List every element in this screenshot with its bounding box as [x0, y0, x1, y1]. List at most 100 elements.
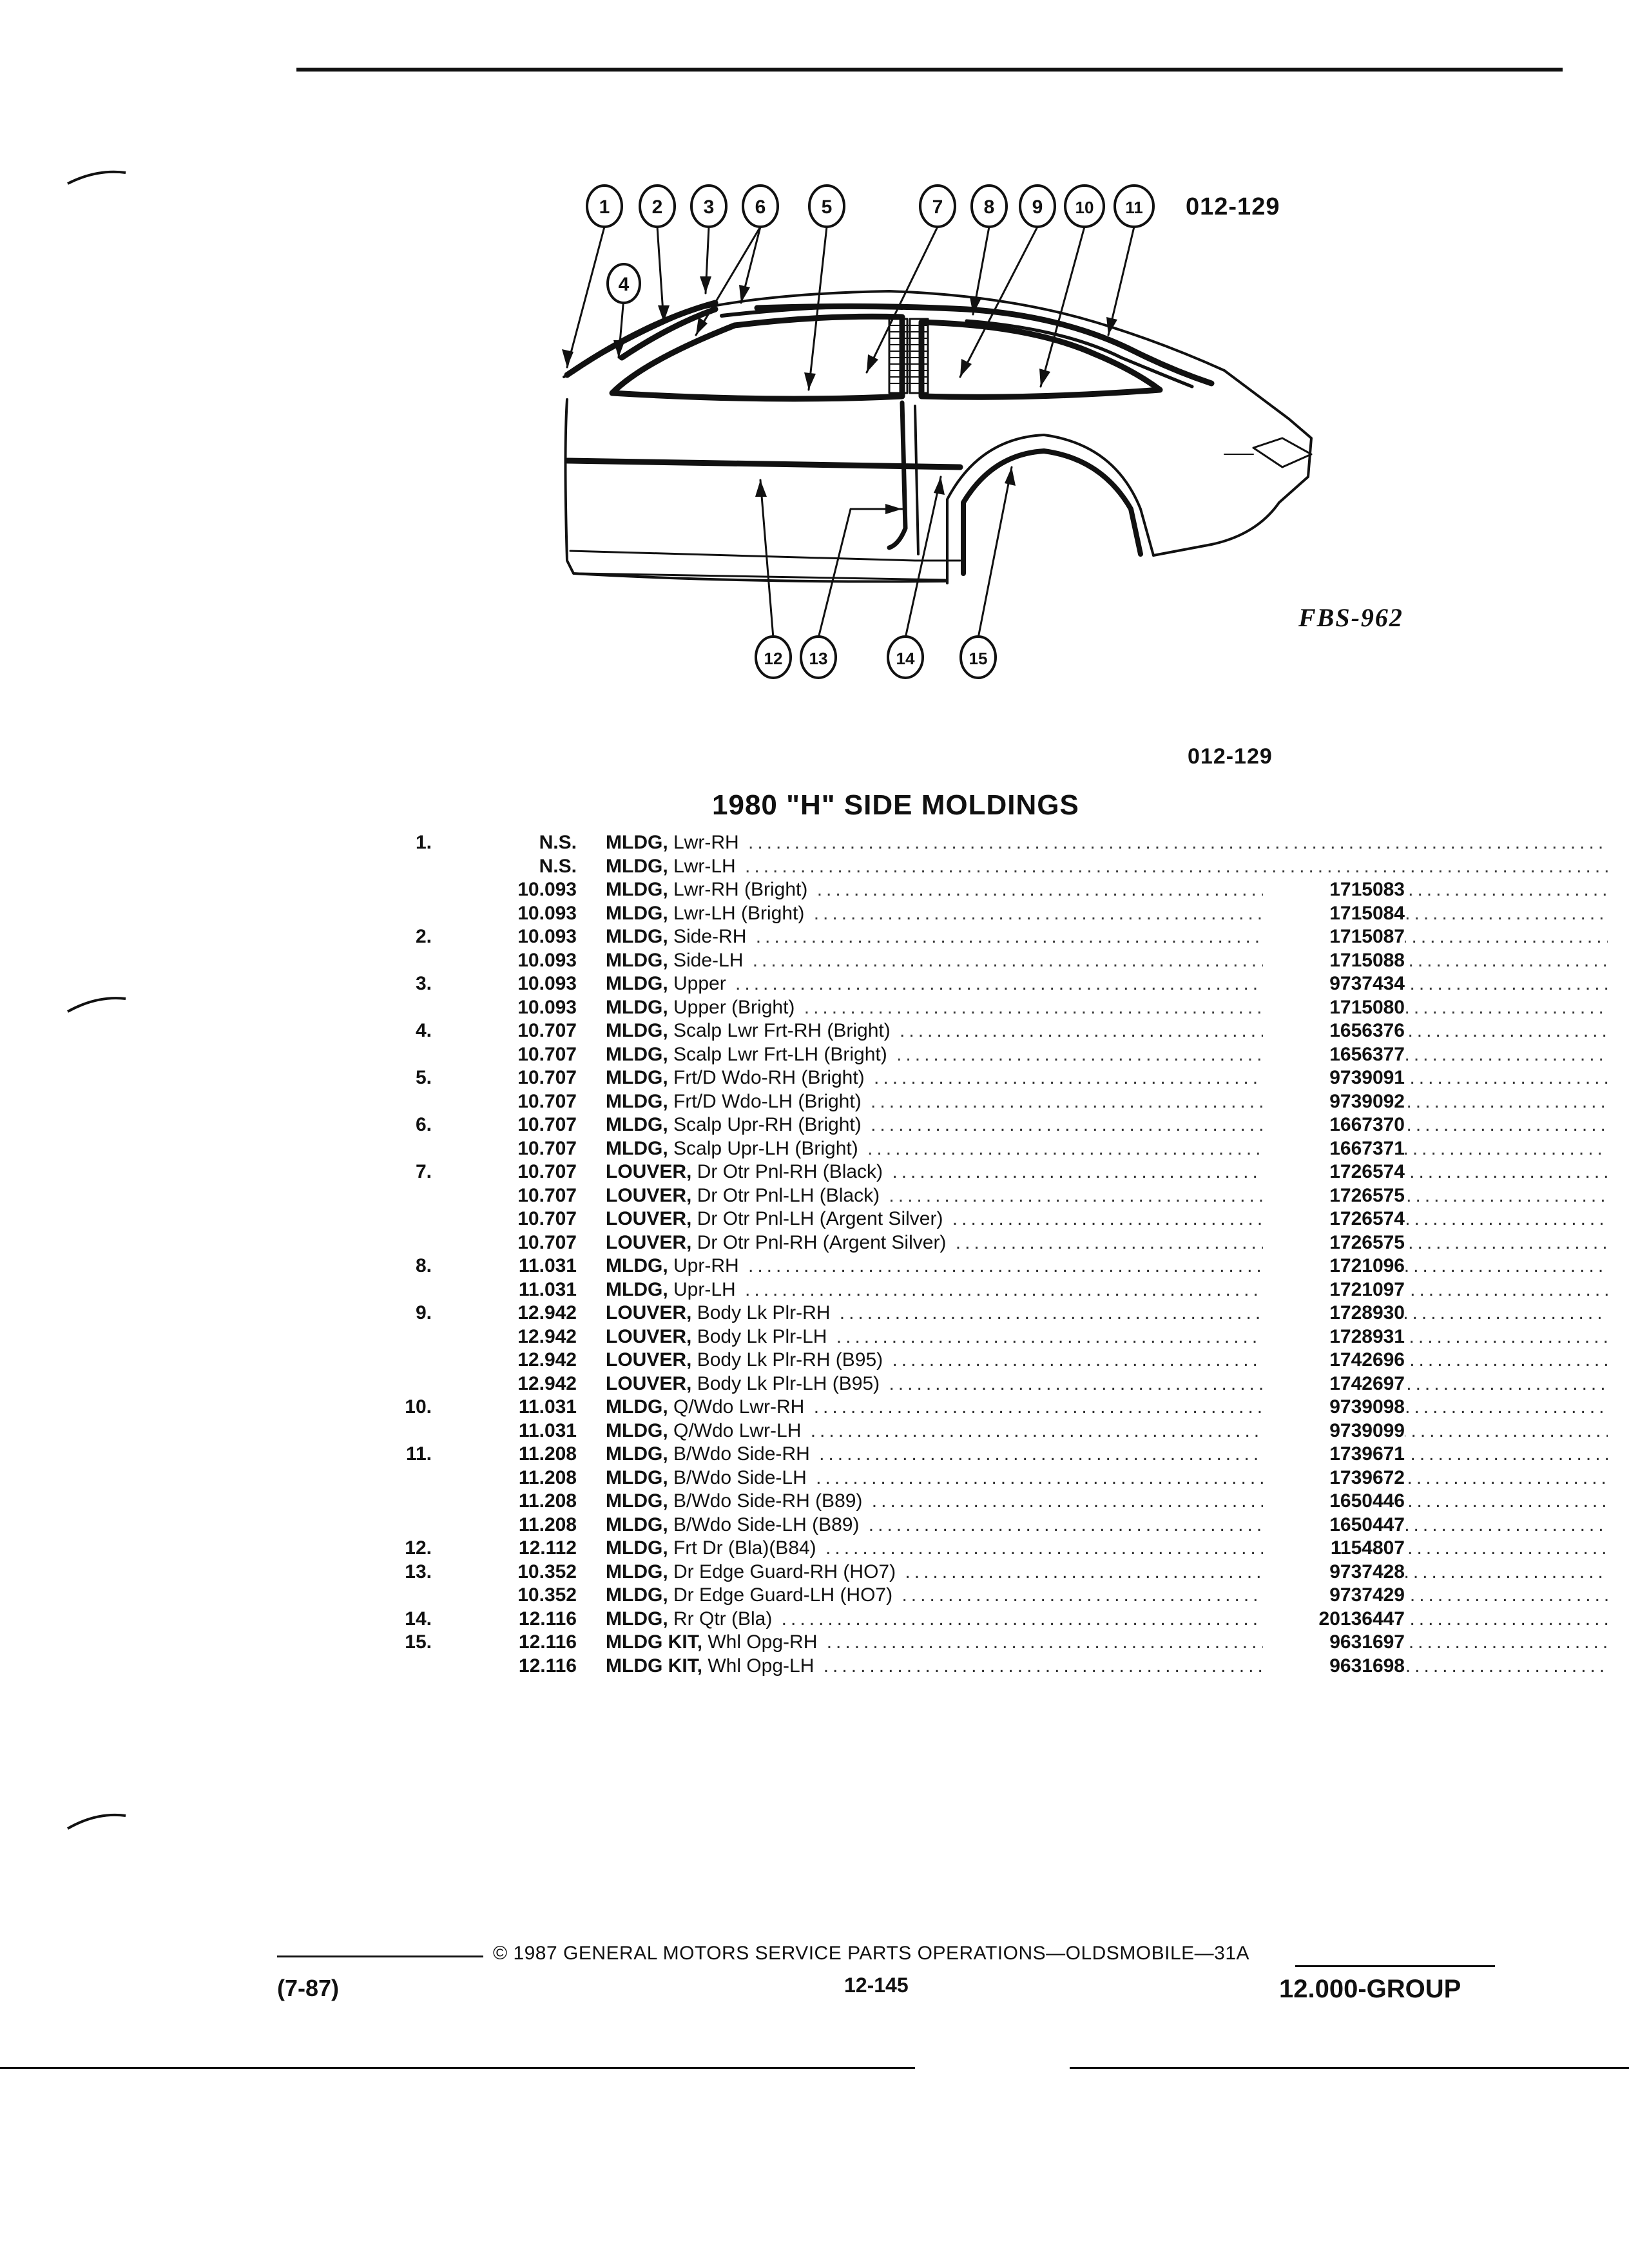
part-description: LOUVER, Dr Otr Pnl-RH (Argent Silver) ..…	[606, 1231, 1608, 1255]
part-type: LOUVER,	[606, 1372, 692, 1394]
part-description: LOUVER, Body Lk Plr-LH .................…	[606, 1325, 1608, 1349]
part-type: LOUVER,	[606, 1208, 692, 1229]
group-number: 10.707	[517, 1137, 577, 1159]
part-type: MLDG,	[606, 1396, 668, 1418]
part-type: MLDG,	[606, 1608, 668, 1629]
group-number: 10.707	[517, 1114, 577, 1135]
dot-leader: ........................................…	[871, 1490, 1608, 1512]
bottom-rule-left	[0, 2067, 915, 2069]
part-type: LOUVER,	[606, 1349, 692, 1370]
part-type: MLDG,	[606, 1466, 668, 1488]
part-number: 1726575	[1263, 1231, 1405, 1254]
section-title: 1980 "H" SIDE MOLDINGS	[712, 789, 1079, 821]
part-type: MLDG,	[606, 1419, 668, 1441]
part-description: MLDG, B/Wdo Side-LH (B89) ..............…	[606, 1514, 1608, 1537]
part-number: 1721097	[1263, 1278, 1405, 1302]
dot-leader: ........................................…	[868, 1514, 1608, 1535]
ref-number: 15.	[405, 1631, 432, 1653]
part-description: MLDG KIT, Whl Opg-LH ...................…	[606, 1655, 1608, 1678]
footer-rule-left	[277, 1956, 483, 1957]
callout-10: 10	[1075, 198, 1094, 217]
part-detail: Lwr-RH	[673, 832, 739, 853]
group-number: 12.116	[518, 1631, 577, 1653]
figure-code-bottom: 012-129	[1188, 744, 1273, 769]
part-detail: Upr-LH	[673, 1278, 736, 1300]
part-detail: Scalp Lwr Frt-RH (Bright)	[673, 1020, 891, 1041]
group-number: 10.707	[517, 1208, 577, 1229]
dot-leader: ........................................…	[836, 1325, 1608, 1347]
part-type: LOUVER,	[606, 1325, 692, 1347]
part-detail: B/Wdo Side-RH (B89)	[673, 1490, 863, 1512]
part-detail: Lwr-LH (Bright)	[673, 902, 805, 924]
part-description: MLDG, Scalp Upr-LH (Bright) ............…	[606, 1137, 1608, 1161]
dot-leader: ........................................…	[745, 1278, 1608, 1300]
part-description: LOUVER, Body Lk Plr-LH (B95) ...........…	[606, 1372, 1608, 1396]
part-number: 1715087	[1263, 925, 1405, 949]
part-description: MLDG, Scalp Lwr Frt-RH (Bright) ........…	[606, 1019, 1608, 1043]
callout-9: 9	[1032, 197, 1043, 218]
ref-number: 5.	[415, 1067, 432, 1088]
part-type: LOUVER,	[606, 1302, 692, 1323]
group-number: 11.208	[518, 1490, 577, 1512]
part-detail: B/Wdo Side-LH	[673, 1466, 807, 1488]
part-description: MLDG, Q/Wdo Lwr-LH .....................…	[606, 1419, 1608, 1443]
part-detail: Scalp Upr-RH (Bright)	[673, 1114, 862, 1135]
part-description: MLDG, Scalp Upr-RH (Bright) ............…	[606, 1113, 1608, 1137]
part-number: 1715088	[1263, 948, 1405, 972]
part-number: 9739091	[1263, 1066, 1405, 1090]
parts-row: 6. 10.707 MLDG, Scalp Upr-RH (Bright) ....…	[361, 1113, 1608, 1137]
part-description: MLDG KIT, Whl Opg-RH ...................…	[606, 1631, 1608, 1655]
ref-number: 14.	[405, 1608, 432, 1629]
part-description: MLDG, Dr Edge Guard-LH (HO7) ...........…	[606, 1584, 1608, 1608]
group-number: 12.942	[517, 1302, 577, 1323]
ref-number: 11.	[405, 1443, 432, 1465]
part-number: 1726574	[1263, 1160, 1405, 1184]
ref-number: 6.	[415, 1114, 432, 1135]
group-number: 11.208	[518, 1514, 577, 1535]
part-type: MLDG,	[606, 1043, 668, 1065]
dot-leader: ........................................…	[745, 855, 1608, 877]
part-type: MLDG,	[606, 1443, 668, 1465]
part-description: MLDG, Side-RH ..........................…	[606, 925, 1608, 949]
part-number: 1154807	[1263, 1537, 1405, 1561]
part-detail: Upper	[673, 973, 726, 994]
part-number: 1667371	[1263, 1137, 1405, 1160]
part-type: LOUVER,	[606, 1231, 692, 1253]
group-number: 12.116	[518, 1655, 577, 1677]
car-side-molding-illustration: 1 2 3 6 5 7 8 9 10 11 4 12 13 14 15	[562, 184, 1313, 679]
ref-number: 13.	[405, 1561, 432, 1582]
part-description: MLDG, Lwr-LH (Bright) ..................…	[606, 902, 1608, 926]
callout-12: 12	[764, 649, 783, 668]
part-description: LOUVER, Dr Otr Pnl-LH (Argent Silver) ..…	[606, 1207, 1608, 1231]
dot-leader: ........................................…	[867, 1137, 1608, 1159]
part-number: 1656377	[1263, 1043, 1405, 1066]
group-number: 12.942	[517, 1372, 577, 1394]
dot-leader: ........................................…	[752, 949, 1608, 971]
part-type: LOUVER,	[606, 1161, 692, 1182]
part-detail: Frt Dr (Bla)(B84)	[673, 1537, 816, 1559]
part-description: MLDG, Side-LH ..........................…	[606, 949, 1608, 973]
part-detail: B/Wdo Side-LH (B89)	[673, 1514, 860, 1535]
parts-list: 1.N.S.MLDG, Lwr-RH .....................…	[361, 831, 1608, 1678]
callout-1: 1	[599, 197, 610, 218]
dot-leader: ........................................…	[874, 1067, 1608, 1088]
part-detail: Upr-RH	[673, 1255, 739, 1276]
part-description: MLDG, Dr Edge Guard-RH (HO7) ...........…	[606, 1561, 1608, 1584]
part-description: MLDG, Upper ............................…	[606, 972, 1608, 996]
part-number: 9739098	[1263, 1396, 1405, 1419]
callout-3: 3	[704, 197, 715, 218]
part-detail: Body Lk Plr-LH (B95)	[697, 1372, 880, 1394]
part-description: MLDG, Frt Dr (Bla)(B84) ................…	[606, 1537, 1608, 1561]
part-type: MLDG,	[606, 1020, 668, 1041]
part-detail: Q/Wdo Lwr-LH	[673, 1419, 802, 1441]
parts-row: 1.N.S.MLDG, Lwr-RH .....................…	[361, 831, 1608, 855]
